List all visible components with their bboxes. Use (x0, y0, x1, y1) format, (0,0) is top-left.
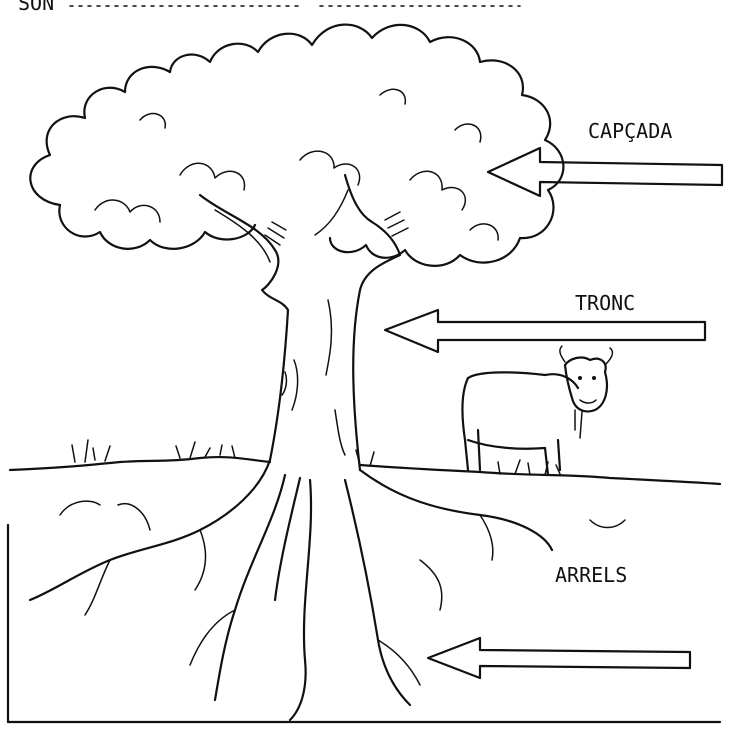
ground-line (8, 439, 722, 486)
tree-canopy (29, 23, 565, 267)
label-trunk: TRONC (575, 291, 635, 315)
soil-border (6, 523, 722, 724)
cow-illustration (461, 345, 614, 477)
tree-roots (28, 458, 626, 722)
header-text: SON (18, 0, 54, 15)
label-canopy: CAPÇADA (588, 119, 672, 143)
arrow-canopy (486, 146, 724, 198)
tree-trunk (198, 173, 409, 472)
arrow-trunk (383, 308, 707, 354)
label-roots: ARRELS (555, 563, 627, 587)
arrow-roots (426, 636, 692, 680)
